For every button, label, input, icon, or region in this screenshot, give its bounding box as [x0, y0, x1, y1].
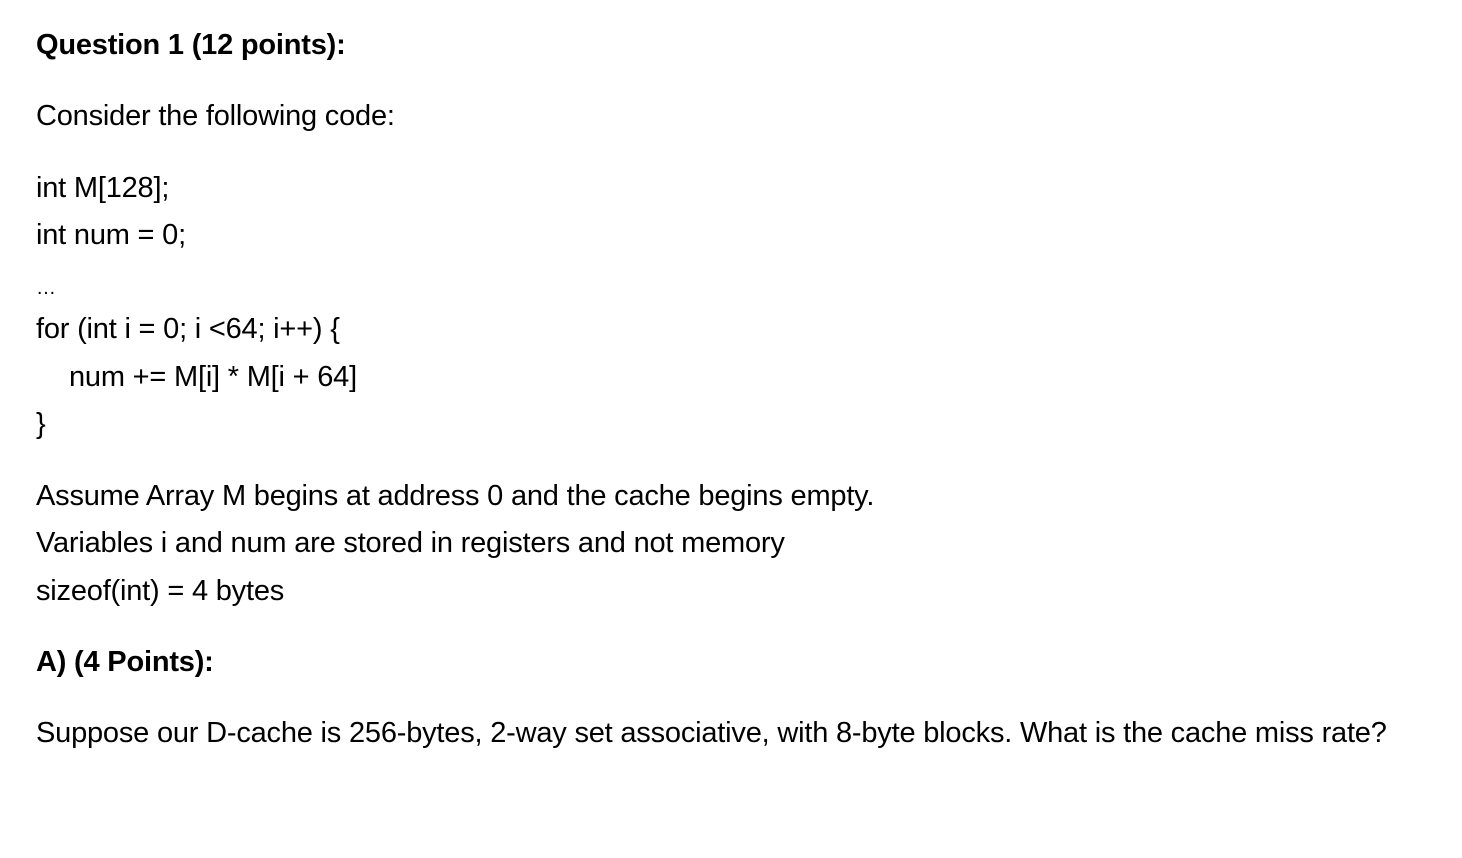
code-line: int num = 0;	[36, 219, 186, 251]
assumption-line: sizeof(int) = 4 bytes	[36, 575, 285, 607]
code-line: }	[36, 408, 46, 440]
question-title: Question 1 (12 points):	[36, 29, 346, 61]
assumption-line: Assume Array M begins at address 0 and t…	[36, 480, 875, 512]
code-line: num += M[i] * M[i + 64]	[69, 361, 357, 393]
part-a-heading: A) (4 Points):	[36, 646, 214, 678]
code-line: for (int i = 0; i <64; i++) {	[36, 313, 340, 345]
question-intro: Consider the following code:	[36, 100, 395, 132]
assumption-line: Variables i and num are stored in regist…	[36, 527, 785, 559]
part-a-question: Suppose our D-cache is 256-bytes, 2-way …	[36, 717, 1387, 749]
document-page: Question 1 (12 points): Consider the fol…	[36, 0, 1426, 858]
code-line: int M[128];	[36, 172, 170, 204]
code-ellipsis: …	[36, 277, 56, 299]
